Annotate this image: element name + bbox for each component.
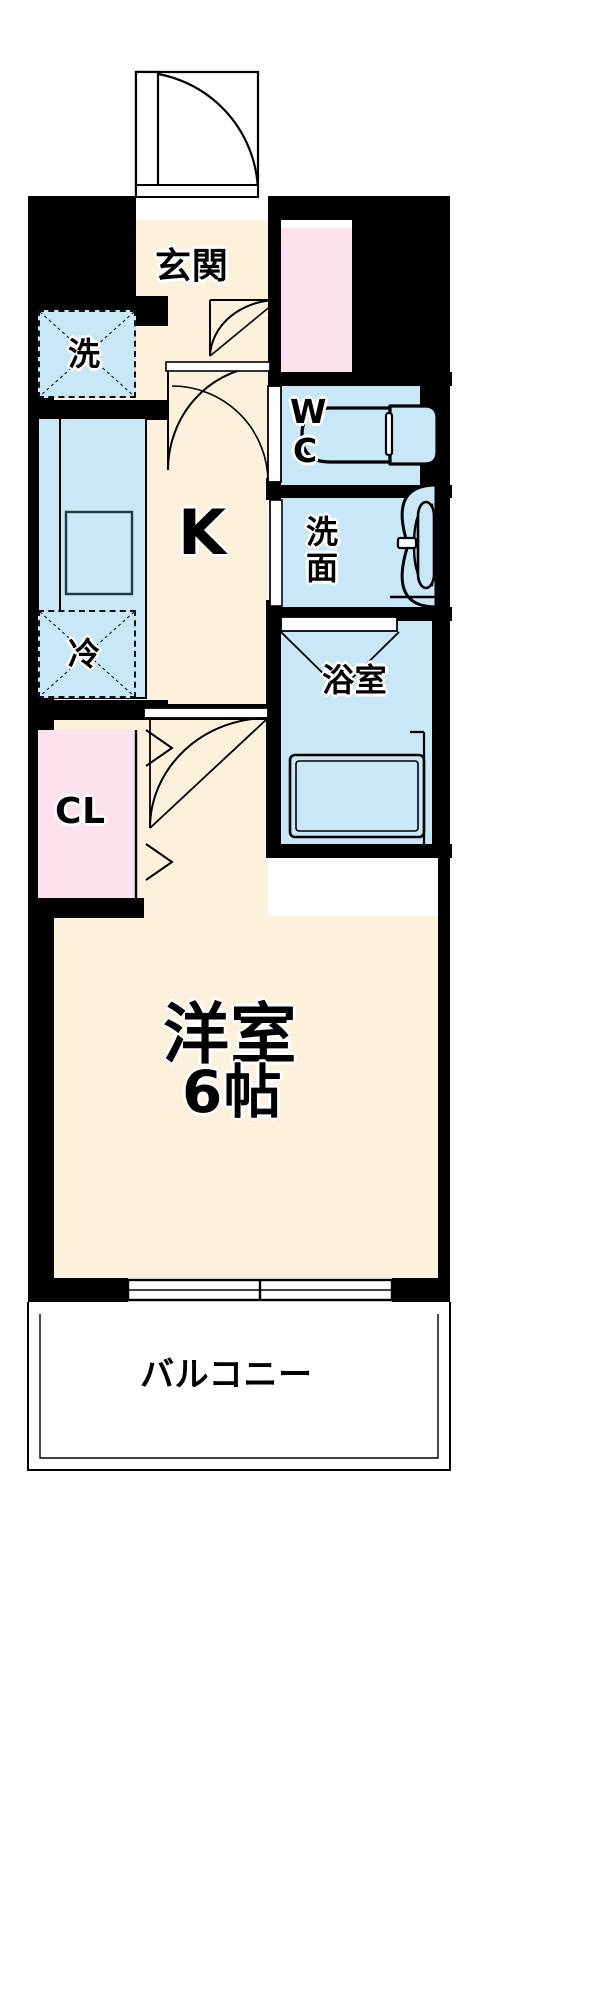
label-wc-c: C: [293, 431, 318, 470]
floor-main-room-upper: [136, 716, 268, 916]
label-yokushitsu: 浴室: [322, 661, 388, 699]
wall-water-left-3: [266, 621, 281, 858]
label-main-room: 洋室: [163, 996, 298, 1073]
wall-water-left-1: [266, 478, 281, 500]
wall-water-right-3: [432, 621, 442, 856]
wall-right-lower: [438, 856, 450, 1296]
label-main-room-size: 6帖: [182, 1058, 283, 1126]
wall-left-lower: [28, 916, 54, 1216]
label-wc-w: W: [290, 392, 328, 431]
balcony-window: [126, 1278, 394, 1302]
floor-shoe-closet: [281, 228, 352, 376]
wall-bottom-left: [28, 1278, 128, 1302]
floor-yokushitsu: [281, 621, 438, 856]
label-washer: 洗: [68, 335, 101, 373]
wall-wc-senmen: [266, 485, 452, 498]
wall-cl-bottom: [28, 898, 144, 918]
wall-water-right: [420, 385, 440, 485]
wall-senmen-bath: [266, 607, 452, 621]
label-senmen-2: 面: [306, 549, 339, 587]
wall-bath-bottom: [266, 844, 452, 858]
label-kitchen: K: [178, 496, 228, 569]
wall-right-block: [352, 196, 450, 378]
label-senmen-1: 洗: [306, 513, 339, 551]
wall-genkan-right: [268, 220, 281, 380]
wall-hall-top-right: [144, 704, 268, 720]
entrance-door: [134, 70, 260, 198]
label-genkan: 玄関: [155, 246, 229, 287]
wall-washer-bottom: [28, 400, 168, 420]
label-closet: CL: [55, 791, 106, 832]
wall-bottom-right: [392, 1278, 450, 1302]
wall-top-right: [268, 196, 360, 220]
wall-fridge-bottom: [28, 700, 168, 720]
label-balcony: バルコニー: [140, 1355, 313, 1395]
label-fridge: 冷: [68, 635, 101, 673]
floor-cl-closet: [38, 730, 136, 898]
wall-water-right-2: [432, 497, 442, 607]
floor-senmen: [281, 497, 438, 607]
wall-above-wc: [268, 372, 452, 386]
floor-main-room: [54, 916, 438, 1278]
